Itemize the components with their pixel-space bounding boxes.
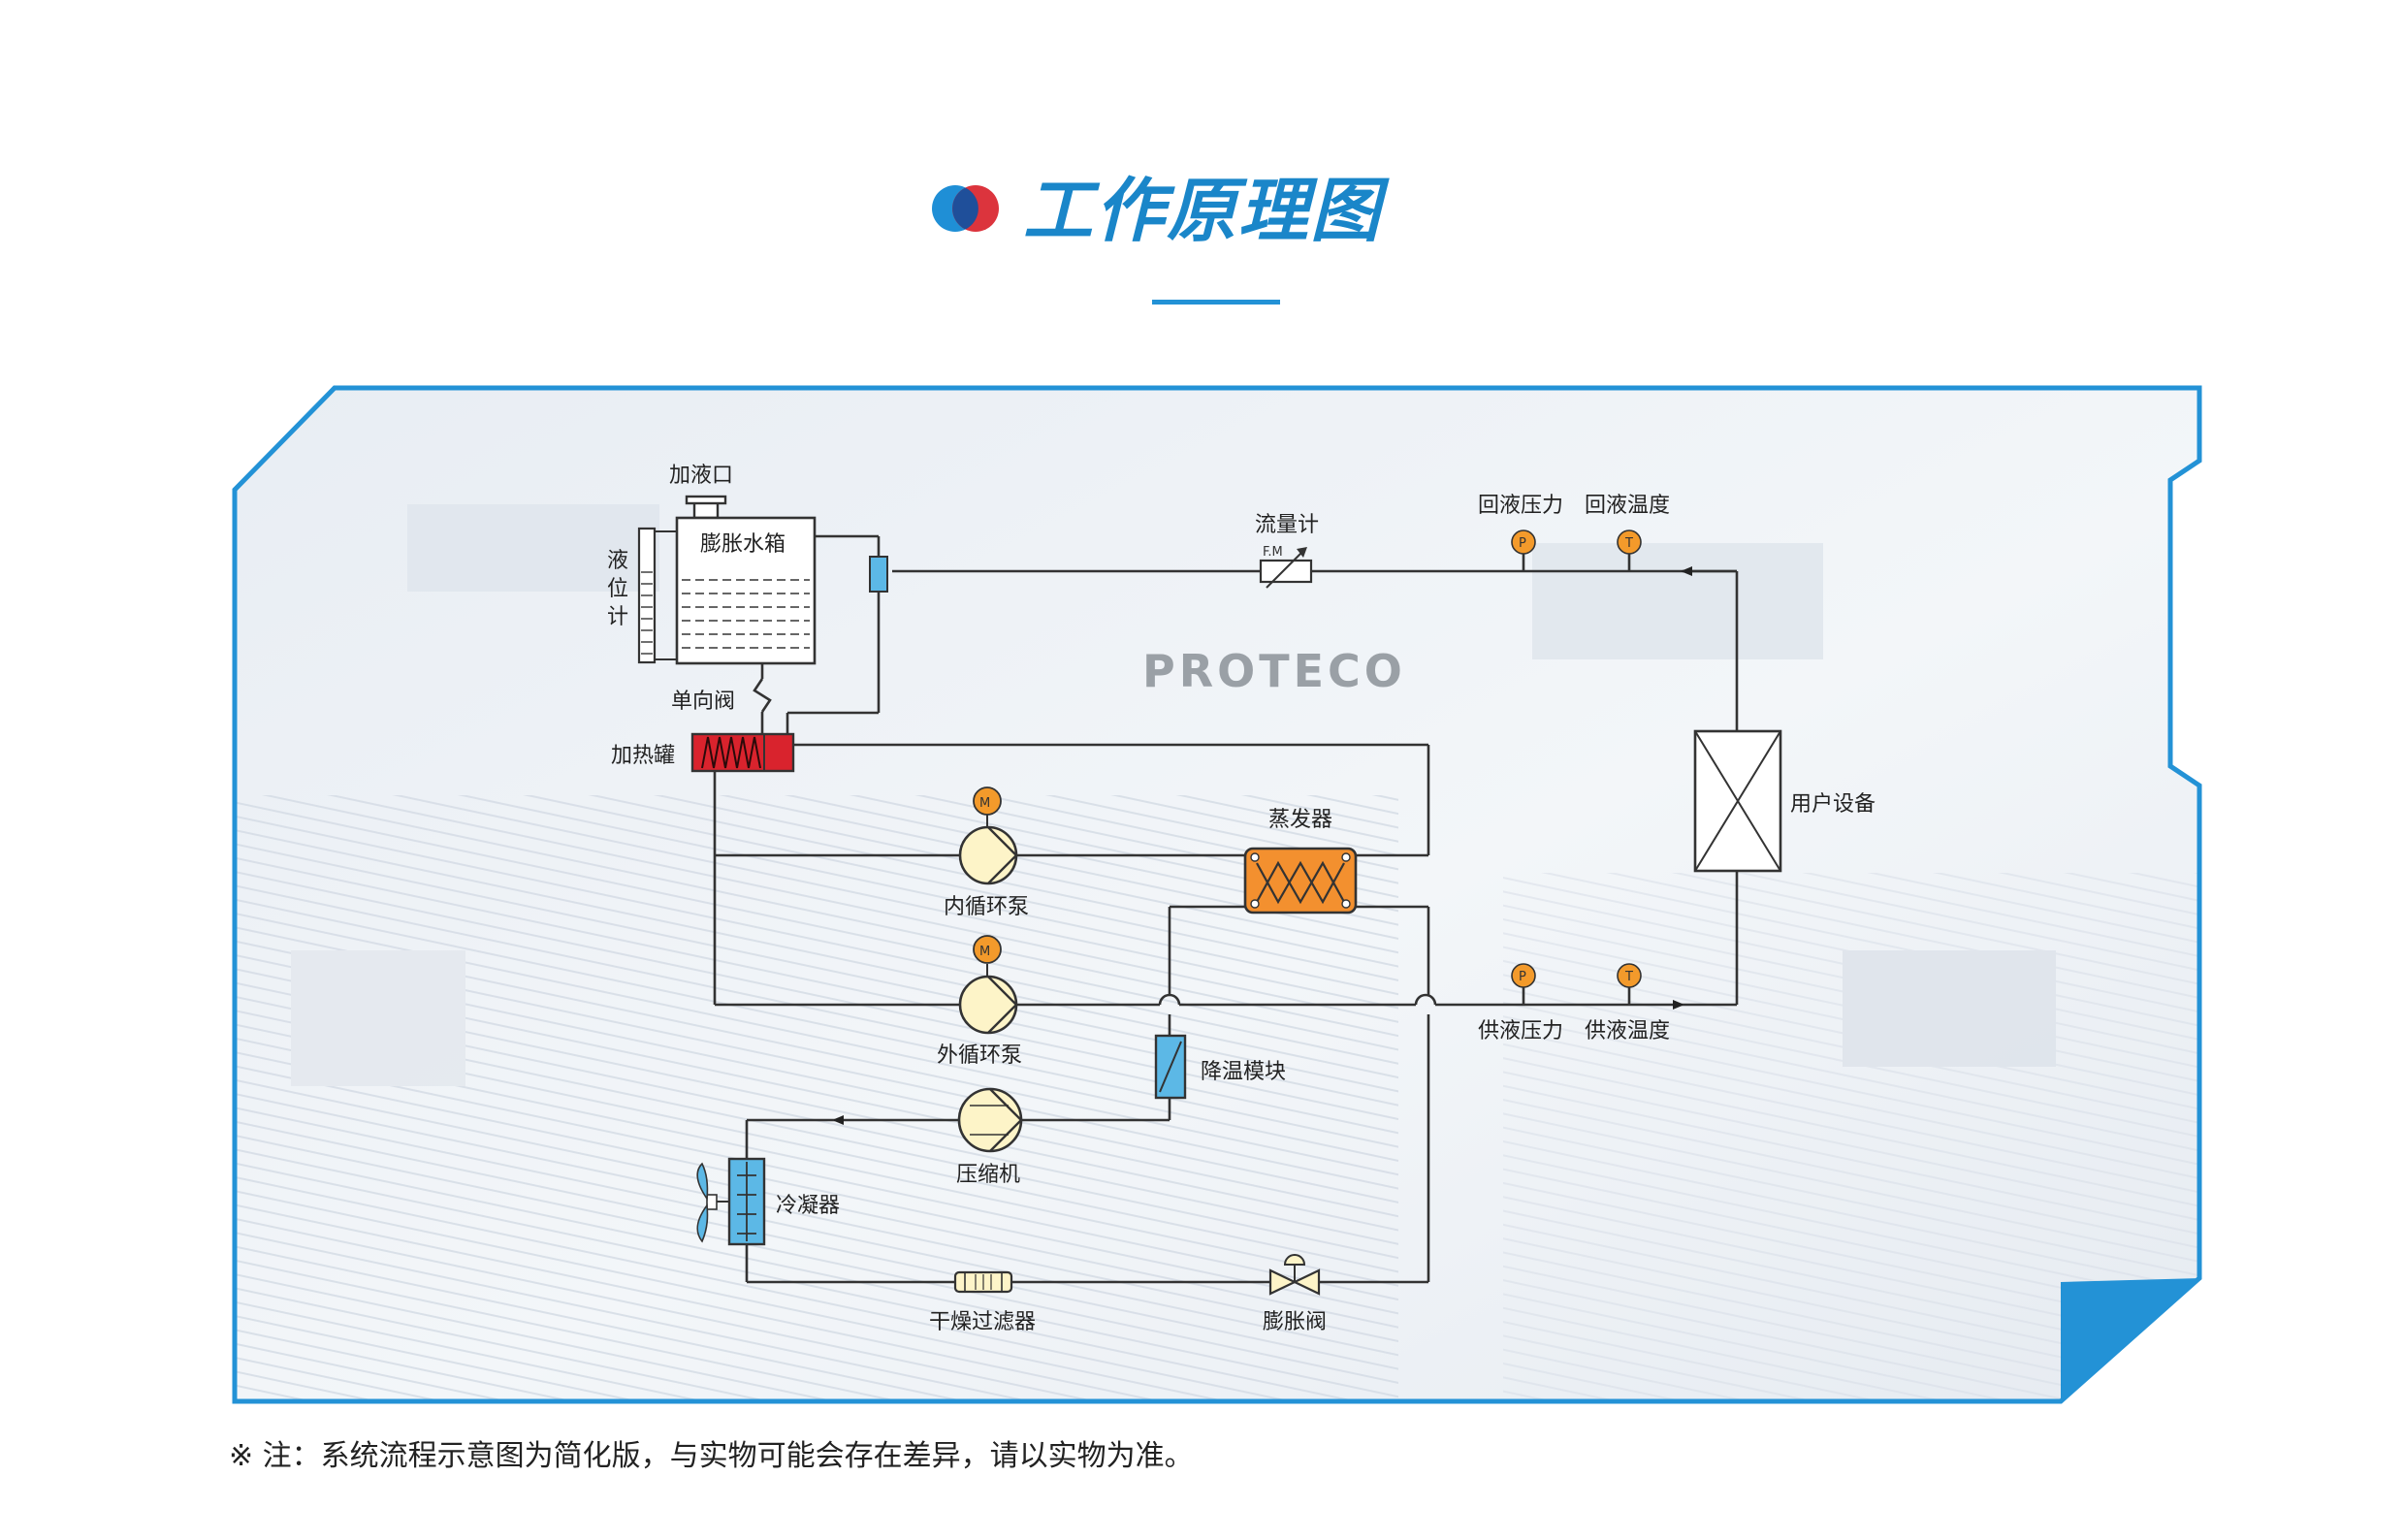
supply-pressure-gauge: P 供液压力: [1478, 963, 1563, 1043]
level-gauge-label-3: 计: [607, 605, 628, 629]
cooling-module: 降温模块: [1154, 1034, 1286, 1100]
internal-pump: M 内循环泵: [944, 786, 1029, 919]
heater-tank-label: 加热罐: [611, 744, 675, 768]
user-equipment: 用户设备: [1693, 729, 1876, 873]
corner-fold: [2061, 1278, 2199, 1401]
brand-watermark: PROTECO: [1142, 645, 1406, 697]
expansion-valve: 膨胀阀: [1263, 1254, 1327, 1334]
evaporator-label: 蒸发器: [1268, 808, 1332, 832]
title-underline: [1152, 300, 1280, 305]
filter-dryer: 干燥过滤器: [929, 1270, 1036, 1334]
external-pump-label: 外循环泵: [937, 1043, 1022, 1068]
internal-pump-label: 内循环泵: [944, 895, 1029, 919]
level-gauge: 液 位 计: [607, 527, 677, 664]
page-title: 工作原理图: [1023, 170, 1390, 251]
header: 工作原理图: [932, 170, 1390, 305]
supply-temp-label: 供液温度: [1585, 1019, 1670, 1043]
flow-meter-label: 流量计: [1255, 513, 1319, 537]
evaporator: 蒸发器: [1243, 808, 1358, 914]
return-temp-label: 回液温度: [1585, 494, 1670, 518]
condenser-label: 冷凝器: [776, 1194, 840, 1218]
fan-icon: [696, 1162, 729, 1243]
user-equipment-label: 用户设备: [1790, 792, 1876, 817]
return-pressure-gauge: P 回液压力: [1478, 494, 1563, 555]
supply-temp-gauge: T 供液温度: [1585, 963, 1670, 1043]
diagram-panel: [232, 385, 2202, 1404]
line-connector: [869, 556, 888, 593]
expansion-tank: 膨胀水箱: [675, 516, 817, 665]
expansion-tank-label: 膨胀水箱: [700, 532, 786, 557]
check-valve-label: 单向阀: [671, 690, 735, 714]
heater-tank: 加热罐: [611, 732, 795, 773]
pressure-symbol: P: [1519, 536, 1526, 551]
level-gauge-label-1: 液: [607, 549, 628, 573]
expansion-valve-label: 膨胀阀: [1263, 1310, 1327, 1334]
footnote: ※ 注：系统流程示意图为简化版，与实物可能会存在差异，请以实物为准。: [229, 1439, 1194, 1473]
flow-meter: F.M 流量计: [1255, 513, 1319, 589]
temp-symbol: T: [1624, 536, 1633, 551]
motor-symbol: M: [979, 945, 990, 959]
fill-port-label: 加液口: [669, 464, 733, 488]
compressor-label: 压缩机: [956, 1163, 1020, 1187]
flow-meter-tag: F.M: [1263, 545, 1283, 560]
return-pressure-label: 回液压力: [1478, 494, 1563, 518]
compressor: 压缩机: [956, 1087, 1023, 1187]
fill-port: 加液口: [669, 464, 733, 520]
level-gauge-label-2: 位: [607, 577, 628, 601]
external-pump: M 外循环泵: [937, 935, 1022, 1068]
pressure-symbol: P: [1519, 970, 1526, 984]
filter-dryer-label: 干燥过滤器: [929, 1310, 1036, 1334]
supply-pressure-label: 供液压力: [1478, 1019, 1563, 1043]
motor-symbol: M: [979, 796, 990, 811]
logo-mark-icon: [932, 185, 999, 232]
cooling-module-label: 降温模块: [1201, 1060, 1286, 1084]
temp-symbol: T: [1624, 970, 1633, 984]
return-temp-gauge: T 回液温度: [1585, 494, 1670, 555]
